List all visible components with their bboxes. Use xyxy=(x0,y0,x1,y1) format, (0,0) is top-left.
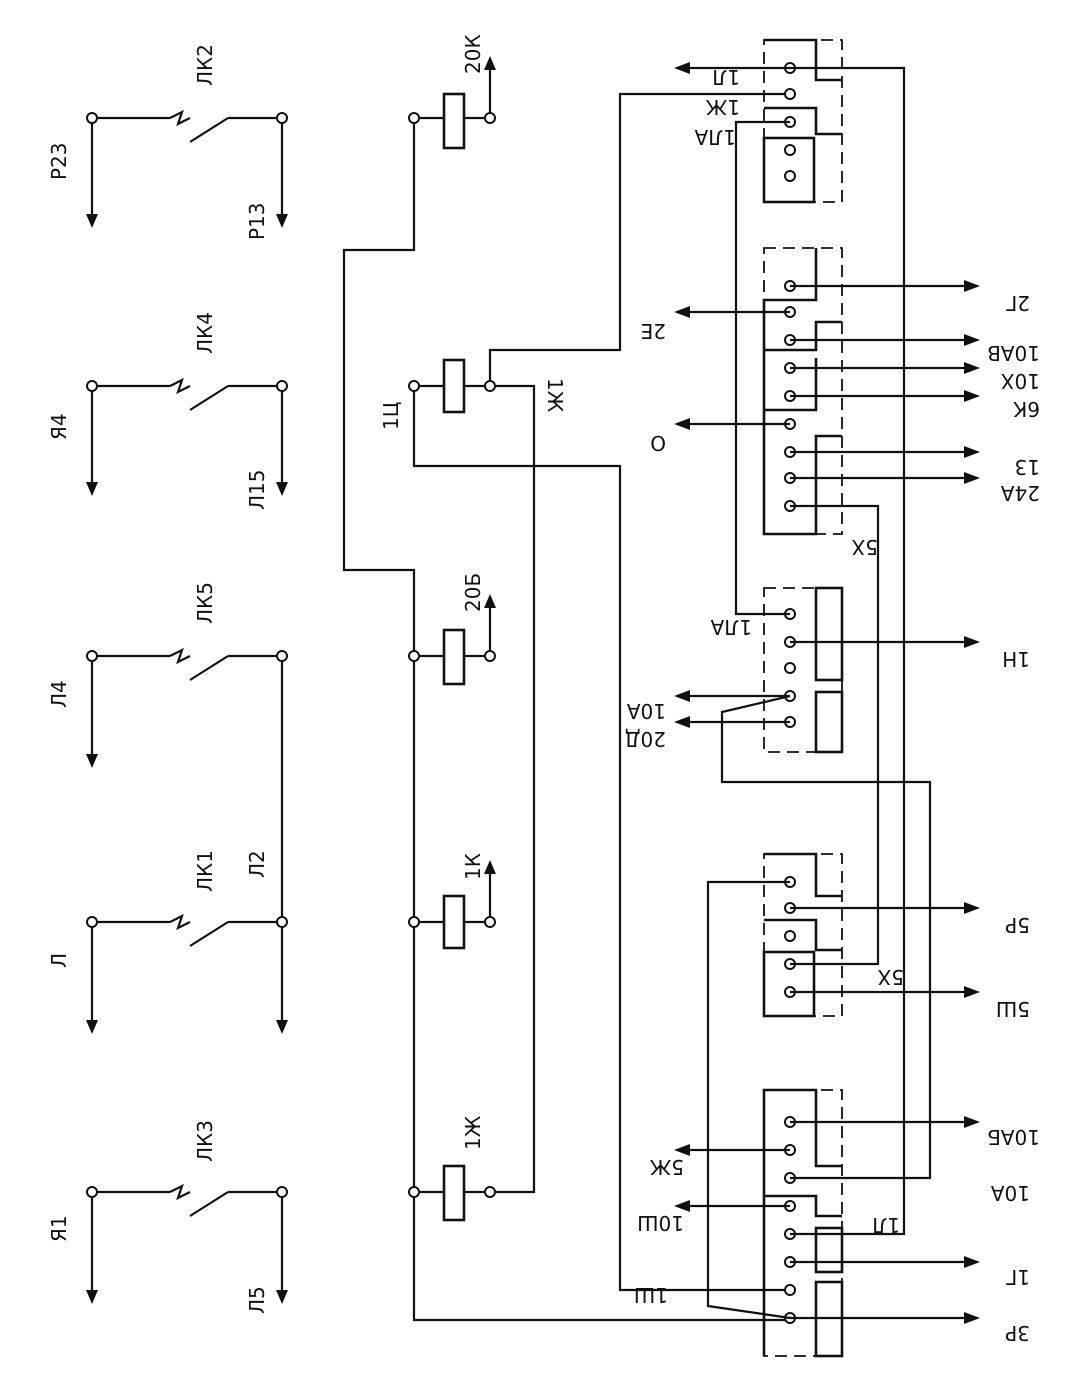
relay-1ts xyxy=(408,358,496,414)
contact-lk4 xyxy=(86,377,288,496)
label-p23: Р23 xyxy=(47,142,71,180)
label-t-24a: 24А xyxy=(1001,481,1040,505)
contact-lk3 xyxy=(86,1183,288,1304)
label-lk2: ЛК2 xyxy=(193,44,217,86)
contact-lk1 xyxy=(86,913,288,1034)
relay-1zh xyxy=(408,1164,496,1222)
label-t-10sh: 10Ш xyxy=(637,1211,684,1235)
label-t-3r: 3Р xyxy=(1005,1321,1030,1345)
label-t-1zh: 1Ж xyxy=(705,95,740,119)
label-t-10a-low: 10А xyxy=(991,1181,1030,1205)
label-t-13: 13 xyxy=(1015,455,1040,479)
label-lk4: ЛК4 xyxy=(193,312,217,354)
relay-1k xyxy=(408,894,496,950)
label-t-1sh: 1Ш xyxy=(634,1283,668,1307)
label-t-1l-top: 1Л xyxy=(712,65,740,89)
label-t-1n: 1Н xyxy=(1002,647,1030,671)
label-1ts: 1Ц xyxy=(379,402,403,430)
label-t-6k: 6К xyxy=(1013,397,1040,421)
contact-lk2 xyxy=(86,109,288,228)
label-lk1: ЛК1 xyxy=(193,850,217,892)
label-t-1la-mid: 1ЛА xyxy=(710,615,752,639)
label-t-1la-top: 1ЛА xyxy=(694,125,736,149)
label-t-5kh-low: 5Х xyxy=(877,965,904,989)
relays-group: 20К 1Ц 1Ж 20Б 1К 1Ж xyxy=(342,34,790,1322)
label-lk3: ЛК3 xyxy=(193,1120,217,1162)
label-t-10kh: 10Х xyxy=(1001,369,1040,393)
label-1k: 1К xyxy=(461,853,485,880)
terminals-group: 1Л 1Ж 1ЛА 2Е О 2Г 10АВ 10Х 6К 13 24А 5Х … xyxy=(625,38,1040,1358)
contact-lk5 xyxy=(86,647,288,922)
label-t-10a-mid: 10А xyxy=(627,699,666,723)
label-l: Л xyxy=(47,953,71,968)
label-t-10ab: 10АБ xyxy=(987,1125,1040,1149)
label-t-2g: 2Г xyxy=(1005,291,1030,315)
label-t-5zh: 5Ж xyxy=(649,1155,684,1179)
label-t-1l-low: 1Л xyxy=(872,1213,900,1237)
label-20b: 20Б xyxy=(461,573,485,612)
label-l15: Л15 xyxy=(245,470,269,511)
label-t-5kh-mid: 5Х xyxy=(851,535,878,559)
label-p13: Р13 xyxy=(245,202,269,240)
terminal-block-3 xyxy=(763,586,844,754)
label-t-5r: 5Р xyxy=(1005,913,1030,937)
label-l2: Л2 xyxy=(245,850,269,878)
relay-20b xyxy=(408,628,496,686)
label-t-o: О xyxy=(650,431,666,455)
label-ya1: Я1 xyxy=(47,1215,71,1242)
terminal-block-5 xyxy=(762,1088,844,1358)
label-t-5sh: 5Ш xyxy=(996,997,1030,1021)
terminal-block-2 xyxy=(762,247,843,536)
label-20k: 20К xyxy=(461,34,485,74)
contacts-group: Р23 Р13 ЛК2 Я4 Л15 ЛК4 Л4 ЛК5 Л Л2 ЛК1 Я… xyxy=(47,44,288,1314)
label-t-2e: 2Е xyxy=(641,319,666,343)
label-l5: Л5 xyxy=(245,1286,269,1314)
label-t-1g: 1Г xyxy=(1005,1265,1030,1289)
label-l4: Л4 xyxy=(47,680,71,708)
label-1zh-lower: 1Ж xyxy=(461,1115,485,1150)
label-1zh-upper: 1Ж xyxy=(543,378,567,413)
label-lk5: ЛК5 xyxy=(193,582,217,624)
label-t-20d: 20Д xyxy=(625,727,666,751)
label-ya4: Я4 xyxy=(47,413,71,440)
relay-20k xyxy=(408,92,496,150)
label-t-10av: 10АВ xyxy=(987,341,1040,365)
